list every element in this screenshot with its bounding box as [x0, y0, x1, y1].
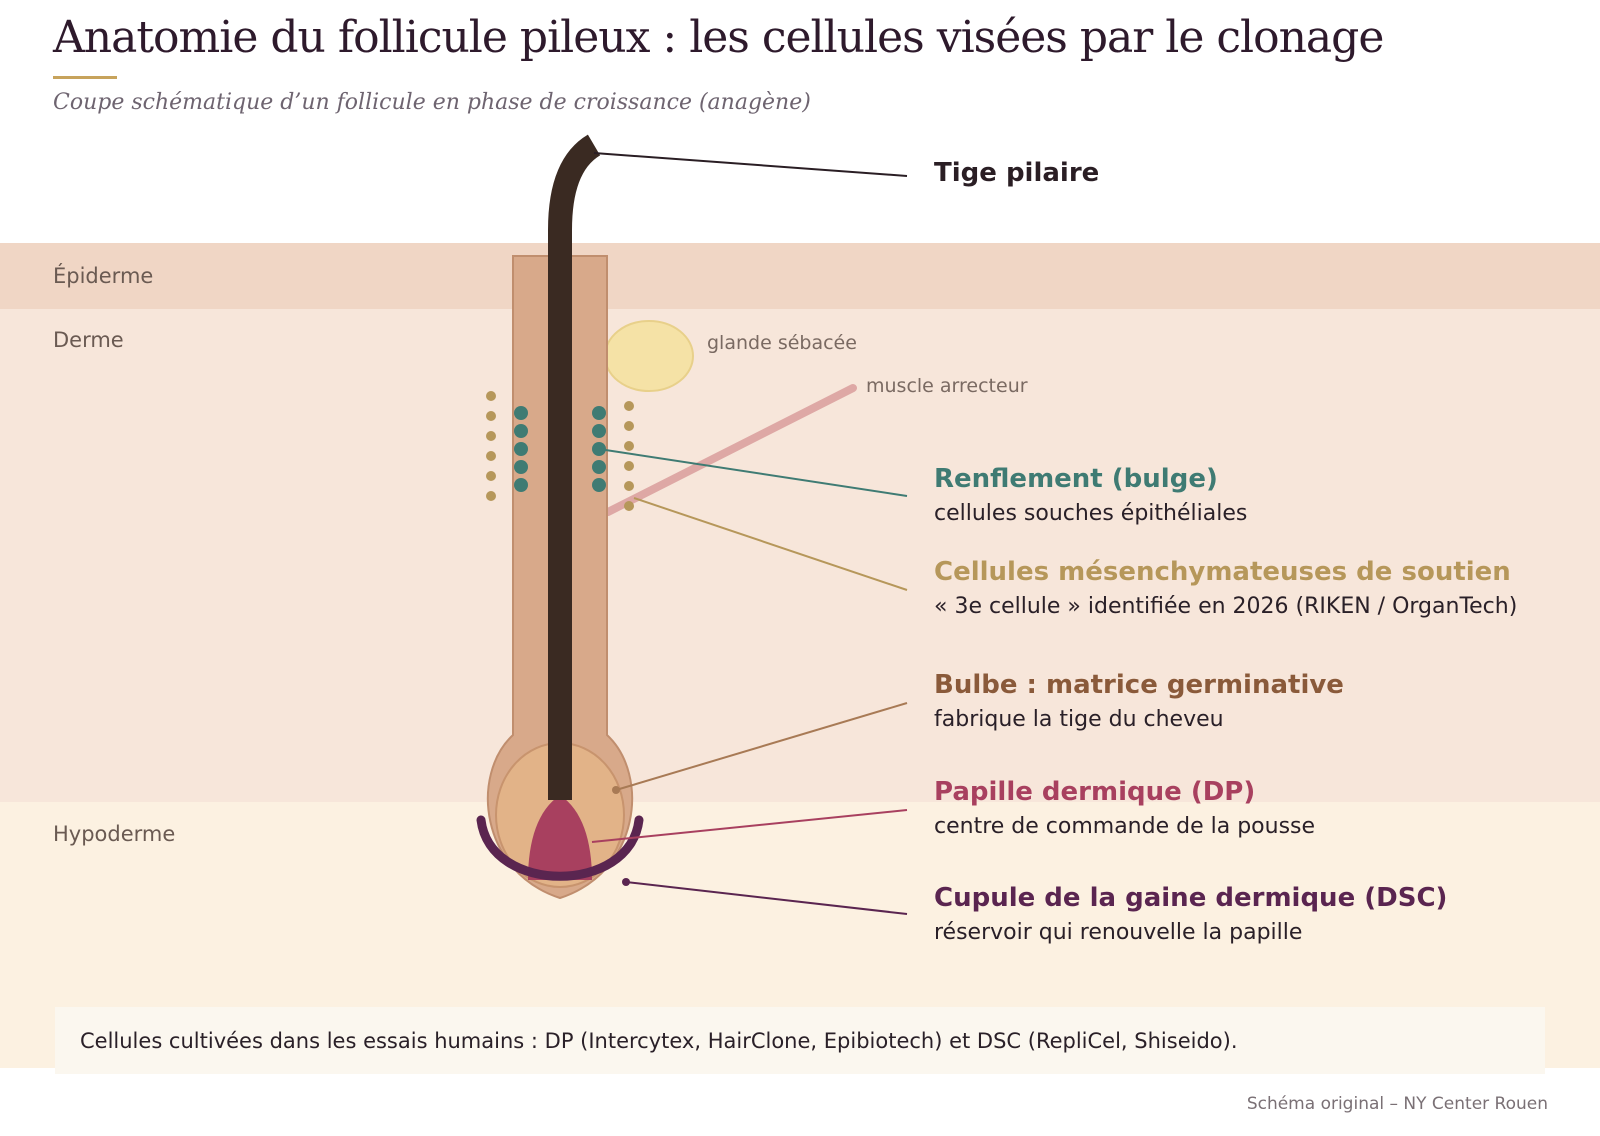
callout-bulge-desc: cellules souches épithéliales: [934, 501, 1248, 526]
layer-label-hypodermis: Hypoderme: [53, 822, 176, 846]
callout-cup-desc: réservoir qui renouvelle la papille: [934, 920, 1303, 945]
callout-mesenchymal-title: Cellules mésenchymateuses de soutien: [934, 557, 1511, 587]
callout-bulb-title: Bulbe : matrice germinative: [934, 670, 1344, 700]
dermis-layer: [0, 309, 1600, 802]
layer-label-dermis: Derme: [53, 328, 124, 352]
leader-line-mesenchymal: [633, 497, 908, 591]
callout-papilla-desc: centre de commande de la pousse: [934, 814, 1316, 839]
page-subtitle: Coupe schématique d’un follicule en phas…: [53, 90, 811, 115]
leader-anchor-cup: [622, 878, 630, 886]
label-arrector-muscle: muscle arrecteur: [866, 375, 1028, 397]
trial-note-text: Cellules cultivées dans les essais humai…: [80, 1028, 1238, 1053]
dermal-sheath-cup-shape: [476, 815, 644, 881]
arrector-muscle-shape: [604, 384, 857, 516]
leader-line-bulge: [598, 448, 908, 497]
source-credit: Schéma original – NY Center Rouen: [1246, 1094, 1548, 1114]
page-title: Anatomie du follicule pileux : les cellu…: [53, 12, 1384, 63]
callout-mesenchymal-desc: « 3e cellule » identifiée en 2026 (RIKEN…: [934, 594, 1518, 619]
leader-line-bulb: [615, 702, 908, 791]
hair-shaft-shape: [548, 134, 601, 800]
leader-line-hair-shaft: [593, 152, 908, 177]
title-underline: [53, 76, 117, 79]
mesenchymal-cell-dots: [486, 391, 634, 511]
callout-bulge-title: Renflement (bulge): [934, 464, 1218, 494]
stem-cell-dots: [514, 406, 606, 492]
label-sebaceous-gland: glande sébacée: [707, 332, 857, 354]
leader-anchor-bulb: [612, 786, 620, 794]
layer-label-epidermis: Épiderme: [53, 264, 154, 288]
trial-note-box: Cellules cultivées dans les essais humai…: [55, 1007, 1545, 1074]
callout-cup-title: Cupule de la gaine dermique (DSC): [934, 883, 1448, 913]
callout-bulb-desc: fabrique la tige du cheveu: [934, 707, 1224, 732]
sebaceous-gland-shape: [604, 320, 694, 392]
callout-papilla-title: Papille dermique (DP): [934, 777, 1256, 807]
epidermis-layer: [0, 243, 1600, 309]
leader-line-papilla: [591, 809, 908, 843]
dermal-papilla-shape: [528, 795, 592, 880]
leader-line-cup: [625, 881, 908, 915]
callout-hair-shaft-title: Tige pilaire: [934, 158, 1100, 188]
